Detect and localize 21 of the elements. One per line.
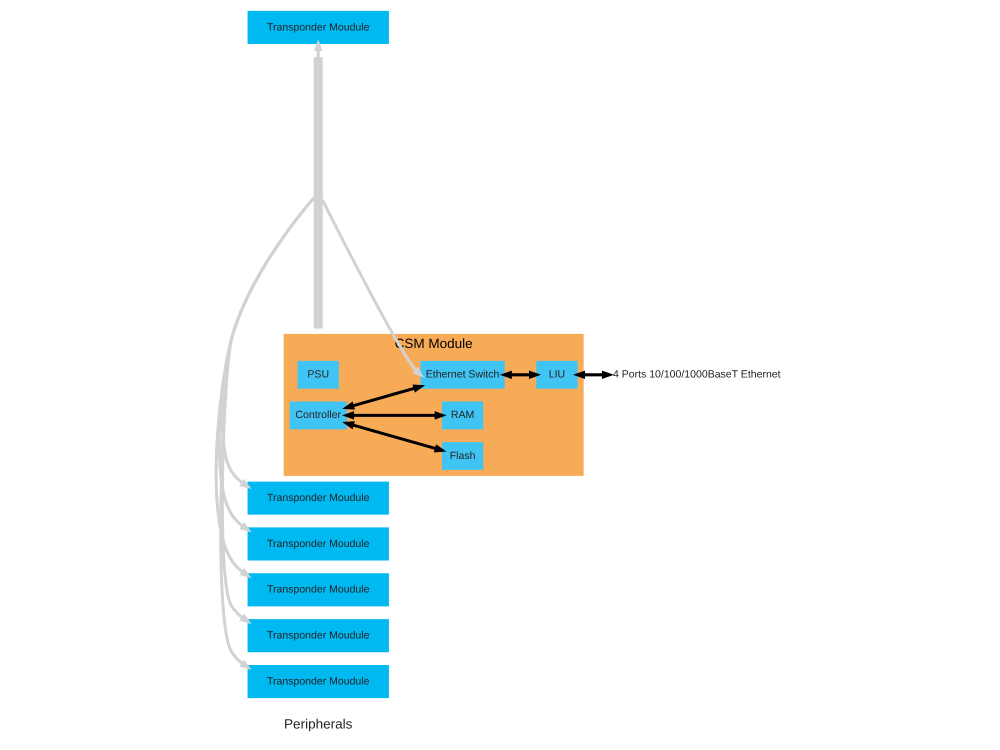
node-box: Transponder Moudule — [248, 665, 389, 698]
node-text: 4 Ports 10/100/1000BaseT Ethernet — [612, 368, 781, 381]
node-box: PSU — [298, 360, 339, 389]
arrow — [572, 370, 614, 380]
node-box: Flash — [442, 442, 484, 470]
arrow — [342, 421, 447, 452]
node-bar — [314, 57, 323, 329]
node-box: Transponder Moudule — [248, 10, 389, 44]
node-box: Transponder Moudule — [248, 573, 389, 606]
node-box: Transponder Moudule — [248, 527, 389, 560]
node-box: LIU — [536, 360, 578, 389]
label: Peripherals — [284, 716, 352, 732]
node-box: Transponder Moudule — [248, 482, 389, 515]
arrow — [342, 384, 426, 410]
arrow — [500, 370, 542, 380]
node-box: Transponder Moudule — [248, 619, 389, 652]
node-box: Ethernet Switch — [420, 360, 505, 389]
arrow — [321, 199, 424, 378]
node-box: Controller — [290, 402, 347, 430]
node-box: RAM — [442, 402, 484, 430]
arrow — [342, 411, 447, 420]
